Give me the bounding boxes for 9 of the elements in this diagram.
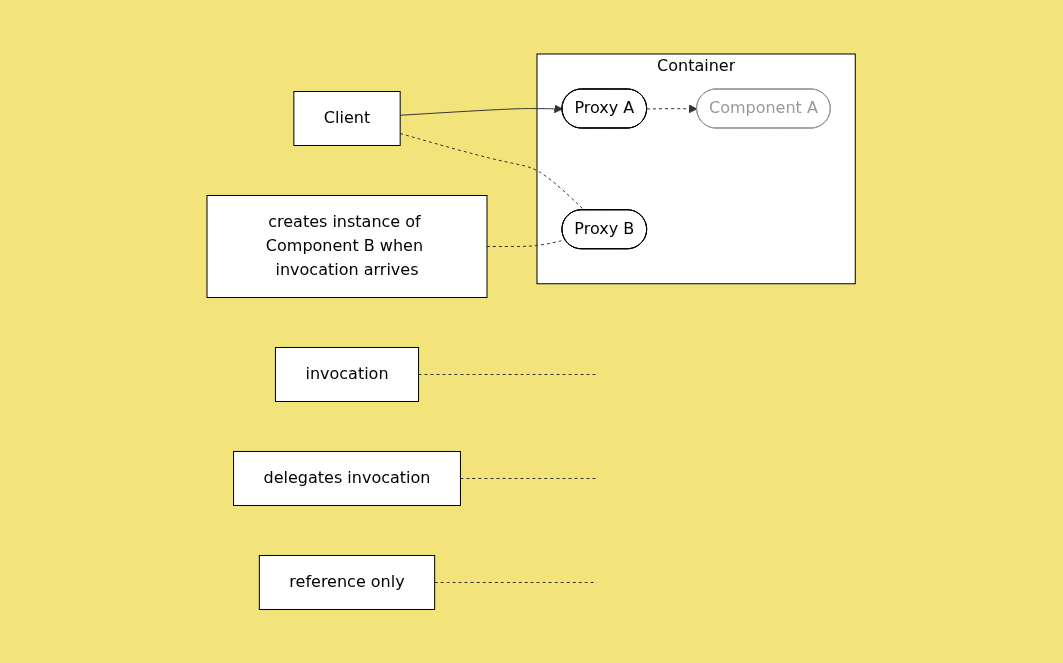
arrow xyxy=(400,104,564,116)
arrow xyxy=(646,104,698,113)
node-box: delegates invocation xyxy=(233,450,462,506)
node-box: reference only xyxy=(259,554,436,610)
connector xyxy=(460,477,598,479)
node-box: invocation xyxy=(275,346,420,402)
node-box: Client xyxy=(293,90,401,146)
node-box: creates instance of Component B when invocation arrives xyxy=(206,194,488,298)
connector xyxy=(418,373,598,375)
